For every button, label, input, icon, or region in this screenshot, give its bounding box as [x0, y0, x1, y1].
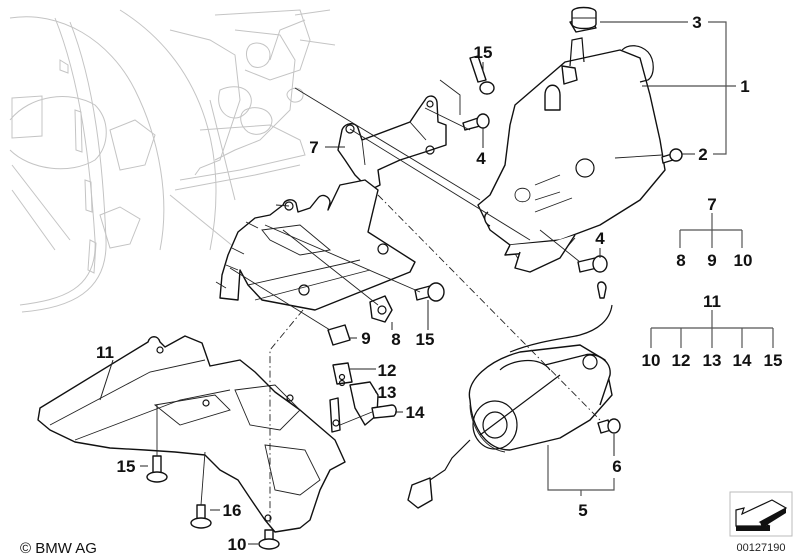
bolt-15-mid: [414, 282, 445, 302]
leader-lines: [99, 21, 736, 545]
bolt-10: [258, 529, 280, 550]
bracket-7: [337, 95, 447, 191]
callout-13[interactable]: 13: [378, 383, 397, 402]
tree-7-child-8: 8: [676, 251, 685, 270]
bolt-4-right: [577, 255, 608, 273]
slave-cylinder-5: [407, 344, 613, 509]
callout-4a[interactable]: 4: [476, 149, 486, 168]
callout-8[interactable]: 8: [391, 330, 400, 349]
clip-assembly-12-13-14: [329, 362, 397, 433]
bracket-5-6: [547, 445, 615, 496]
callout-1[interactable]: 1: [740, 77, 749, 96]
callout-16[interactable]: 16: [223, 501, 242, 520]
callout-2[interactable]: 2: [698, 145, 707, 164]
tree-11-child-12: 12: [672, 351, 691, 370]
lower-bracket-11: [37, 335, 346, 533]
callout-12[interactable]: 12: [378, 361, 397, 380]
hydraulic-line: [509, 304, 613, 353]
callout-15c[interactable]: 15: [117, 457, 136, 476]
clip-8: [369, 295, 393, 323]
callout-3[interactable]: 3: [692, 13, 701, 32]
bolt-4-top: [462, 113, 490, 131]
hose-eyelet: [597, 281, 607, 299]
callout-10[interactable]: 10: [228, 535, 247, 554]
bracket-1-3: [708, 21, 727, 155]
view-direction-icon: [729, 491, 793, 537]
tree-11-lines: [650, 310, 774, 348]
reference-number: 00127190: [737, 542, 786, 554]
callout-15b[interactable]: 15: [416, 330, 435, 349]
callout-7[interactable]: 7: [309, 138, 318, 157]
bolt-6: [597, 418, 621, 434]
callout-11[interactable]: 11: [96, 343, 114, 362]
callout-6[interactable]: 6: [612, 457, 621, 476]
tree-11-parent: 11: [703, 292, 721, 311]
callout-4b[interactable]: 4: [595, 229, 605, 248]
bolt-15-top: [469, 55, 495, 95]
bolt-16: [190, 504, 212, 529]
tree-11-child-14: 14: [733, 351, 752, 370]
tree-7-parent: 7: [707, 195, 716, 214]
tree-7-child-10: 10: [734, 251, 753, 270]
reservoir-1: [477, 17, 666, 273]
tree-7-lines: [679, 213, 743, 248]
reservoir-cap-3: [571, 6, 597, 30]
tree-11-child-13: 13: [703, 351, 722, 370]
bolt-15-bottom: [146, 455, 168, 483]
transmission-housing-ghost: [9, 9, 336, 313]
tree-11-child-10: 10: [642, 351, 661, 370]
heat-shield-plate: [219, 179, 416, 311]
callout-15a[interactable]: 15: [474, 43, 493, 62]
callout-5[interactable]: 5: [578, 501, 587, 520]
tree-7-child-9: 9: [707, 251, 716, 270]
callout-14[interactable]: 14: [406, 403, 425, 422]
callout-9[interactable]: 9: [361, 329, 370, 348]
assembly-guide-lines: [156, 79, 663, 530]
clip-9: [327, 324, 351, 346]
copyright-text: © BMW AG: [20, 540, 97, 557]
tree-11-child-15: 15: [764, 351, 783, 370]
bolt-2: [661, 148, 683, 164]
